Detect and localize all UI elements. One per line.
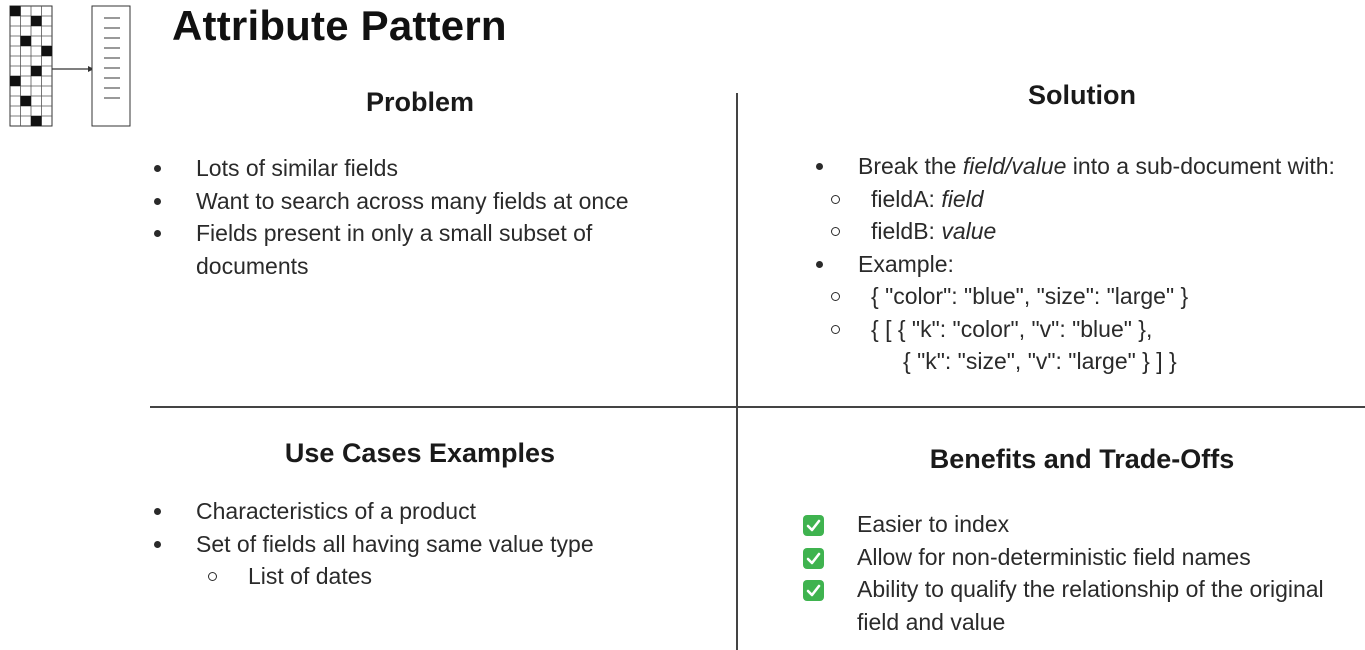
benefits-title: Benefits and Trade-Offs <box>929 444 1235 474</box>
benefits-list: Easier to index Allow for non-determinis… <box>800 508 1360 638</box>
check-box-icon <box>803 547 824 569</box>
problem-title: Problem <box>365 87 475 117</box>
problem-item-1: Lots of similar fields <box>150 152 710 185</box>
solution-example-2-line-2: { "k": "size", "v": "large" } ] } <box>903 348 1177 374</box>
use-cases-list: Characteristics of a product Set of fiel… <box>150 495 710 593</box>
solution-bullet-1-suffix: into a sub-document with: <box>1066 153 1335 179</box>
solution-example-1: { "color": "blue", "size": "large" } <box>827 280 1364 313</box>
solution-bullet-1: Break the field/value into a sub-documen… <box>812 150 1364 183</box>
use-case-item-1: Characteristics of a product <box>150 495 710 528</box>
fieldb-value: value <box>941 218 997 244</box>
problem-list: Lots of similar fields Want to search ac… <box>150 152 710 282</box>
horizontal-divider <box>150 406 1365 408</box>
benefit-item-3: Ability to qualify the relationship of t… <box>800 573 1327 638</box>
check-box-icon <box>803 515 824 536</box>
benefit-item-3-text: Ability to qualify the relationship of t… <box>857 576 1324 635</box>
solution-example-2: { [ { "k": "color", "v": "blue" }, { "k"… <box>827 313 1364 378</box>
solution-sub-fielda: fieldA: field <box>827 183 1364 216</box>
solution-list: Break the field/value into a sub-documen… <box>812 150 1364 378</box>
vertical-divider <box>736 93 738 650</box>
solution-example-2-line-1: { [ { "k": "color", "v": "blue" }, <box>871 315 1153 342</box>
use-case-sub-item-1: List of dates <box>204 560 710 593</box>
use-cases-title: Use Cases Examples <box>284 438 556 468</box>
solution-sub-fieldb: fieldB: value <box>827 215 1364 248</box>
use-case-item-2: Set of fields all having same value type <box>150 528 710 561</box>
page-title: Attribute Pattern <box>172 2 507 49</box>
benefit-item-1: Easier to index <box>800 508 1360 541</box>
problem-item-2: Want to search across many fields at onc… <box>150 185 656 218</box>
fieldb-label: fieldB: <box>871 218 942 244</box>
benefit-item-2-text: Allow for non-deterministic field names <box>857 543 1251 570</box>
fielda-value: field <box>941 185 984 212</box>
problem-item-3: Fields present in only a small subset of… <box>150 217 676 282</box>
fielda-label: fieldA: <box>871 185 942 212</box>
logo-svg <box>9 5 131 127</box>
benefit-item-2: Allow for non-deterministic field names <box>800 541 1360 574</box>
attribute-grid-to-list-icon <box>8 4 132 128</box>
solution-bullet-1-prefix: Break the <box>858 153 963 179</box>
check-box-icon <box>803 580 824 601</box>
solution-title: Solution <box>1028 80 1136 110</box>
solution-bullet-1-emphasis: field/value <box>962 153 1067 179</box>
benefit-item-1-text: Easier to index <box>857 511 1010 537</box>
solution-bullet-2: Example: <box>812 248 1364 281</box>
